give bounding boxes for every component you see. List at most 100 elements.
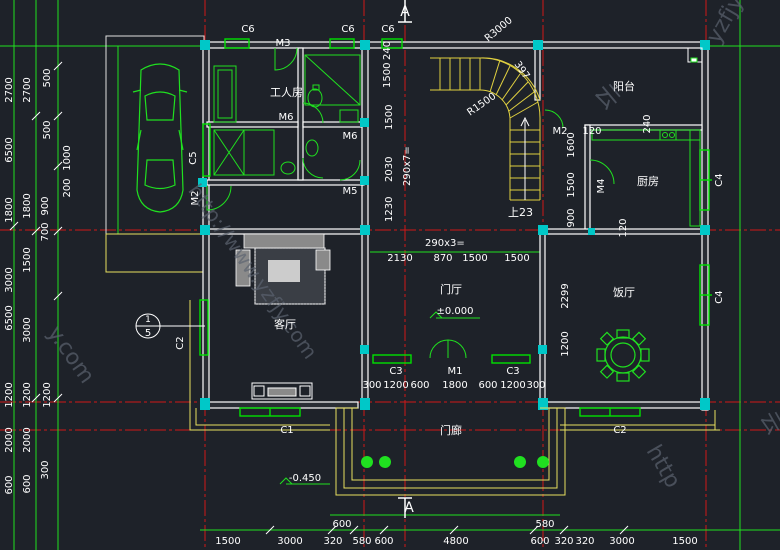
porch: [189, 300, 720, 496]
dim-front-5: 1200: [500, 380, 525, 391]
kitchen-counter: [591, 47, 703, 227]
foyer-level: ±0.000: [436, 306, 473, 317]
label-r1500: R1500: [465, 91, 498, 119]
label-m4: M4: [596, 179, 607, 194]
watermark-group: yzfjy http://www.yzfjy.com 云 y.com http …: [42, 0, 780, 492]
dim-left-outer-0: 2700: [4, 77, 15, 102]
dim-left-inner-3: 1000: [62, 145, 73, 170]
dim-bottom-9: 320: [554, 536, 573, 547]
dim-bottom-4: 580: [352, 536, 371, 547]
room-worker: 工人房: [270, 86, 303, 99]
dim-right-5: 120: [618, 218, 629, 237]
tv-cabinet: [251, 382, 313, 400]
dim-right-7: 1200: [560, 331, 571, 356]
dim-mid-1: 870: [433, 253, 452, 264]
watermark-4: y.com: [42, 322, 99, 389]
section-marker-bottom: [398, 497, 412, 518]
columns: [198, 40, 710, 410]
dim-left-inner-12: 2000: [22, 427, 33, 452]
sofa-set: [235, 233, 331, 305]
label-c5: C5: [188, 151, 199, 164]
dim-mid-3: 1500: [504, 253, 529, 264]
car-icon: [132, 63, 188, 213]
room-kitchen: 厨房: [637, 175, 659, 188]
label-s1230: 1230: [384, 197, 395, 222]
bathroom-fixtures: [213, 54, 361, 176]
windows: [199, 38, 712, 417]
dim-front-3: 1800: [442, 380, 467, 391]
dim-left-inner-7: 1800: [22, 193, 33, 218]
label-m6a: M6: [279, 112, 294, 123]
dim-left-inner-5: 900: [40, 196, 51, 215]
doors: [206, 47, 615, 359]
axis-bubble: [135, 313, 205, 339]
dim-left-outer-5: 1200: [4, 382, 15, 407]
label-397: 397: [512, 59, 532, 81]
watermark-6: 云: [755, 408, 780, 440]
label-c2b: C2: [613, 425, 626, 436]
label-m6b: M6: [343, 131, 358, 142]
dim-bottom-5: 600: [374, 536, 393, 547]
dim-left-inner-1: 2700: [22, 77, 33, 102]
dim-left-inner-13: 600: [22, 474, 33, 493]
label-r3000: R3000: [483, 15, 515, 44]
label-c3b: C3: [506, 366, 519, 377]
label-m5: M5: [343, 186, 358, 197]
label-m3: M3: [276, 38, 291, 49]
label-s1500: 1500: [382, 63, 393, 88]
dim-right-0: 120: [582, 126, 601, 137]
dim-left-inner-8: 1500: [22, 247, 33, 272]
dim-left-outer-4: 3000: [4, 267, 15, 292]
label-c4b: C4: [714, 290, 725, 303]
porch-level: -0.450: [289, 473, 321, 484]
section-marker-top: [398, 0, 412, 23]
dim-left-inner-2: 500: [42, 120, 53, 139]
dim-right-4: 900: [566, 208, 577, 227]
section-letter-top: A: [400, 4, 410, 20]
label-c6a: C6: [241, 24, 254, 35]
label-s1500b: 1500: [384, 105, 395, 130]
dimension-ticks: [9, 61, 629, 535]
label-c1: C1: [280, 425, 293, 436]
label-s240: 240: [382, 41, 393, 60]
label-up: 上23: [508, 206, 533, 219]
room-foyer: 门厅: [440, 282, 462, 296]
dim-left-inner-4: 200: [62, 178, 73, 197]
dim-front-0: 300: [362, 380, 381, 391]
dim-right-1: 240: [642, 114, 653, 133]
dim-left-inner-6: 700: [40, 222, 51, 241]
label-s290x7: 290x7=: [402, 146, 413, 186]
dim-right-6: 2299: [560, 283, 571, 308]
dim-front-1: 1200: [383, 380, 408, 391]
dim-left-inner-9: 3000: [22, 317, 33, 342]
dim-front-6: 300: [526, 380, 545, 391]
dim-bottom-11: 3000: [609, 536, 634, 547]
room-balcony: 阳台: [613, 79, 635, 93]
label-s290x3: 290x3=: [425, 238, 465, 249]
dim-bottom-8: 600: [530, 536, 549, 547]
dim-bottom-12: 1500: [672, 536, 697, 547]
dining-table: [596, 329, 650, 382]
staircase: [430, 57, 541, 201]
label-m2a: M2: [190, 191, 201, 206]
label-c2a: C2: [175, 336, 186, 349]
axis-bubble-top: 1: [145, 315, 151, 325]
dim-left-outer-1: 6500: [4, 137, 15, 162]
dim-bottom-1: 3000: [277, 536, 302, 547]
dim-bottom-0: 1500: [215, 536, 240, 547]
room-living: 客厅: [274, 317, 296, 331]
dim-bottom-3: 600: [332, 519, 351, 530]
level-marker: [279, 311, 480, 485]
room-dining: 饭厅: [613, 286, 635, 299]
watermark-5: http: [641, 441, 685, 493]
dim-left-outer-7: 600: [4, 475, 15, 494]
section-letter-bottom: A: [404, 500, 414, 516]
label-c4a: C4: [714, 173, 725, 186]
label-c6c: C6: [381, 24, 394, 35]
dim-left-inner-14: 300: [40, 460, 51, 479]
dim-mid-2: 1500: [462, 253, 487, 264]
dim-bottom-10: 320: [575, 536, 594, 547]
